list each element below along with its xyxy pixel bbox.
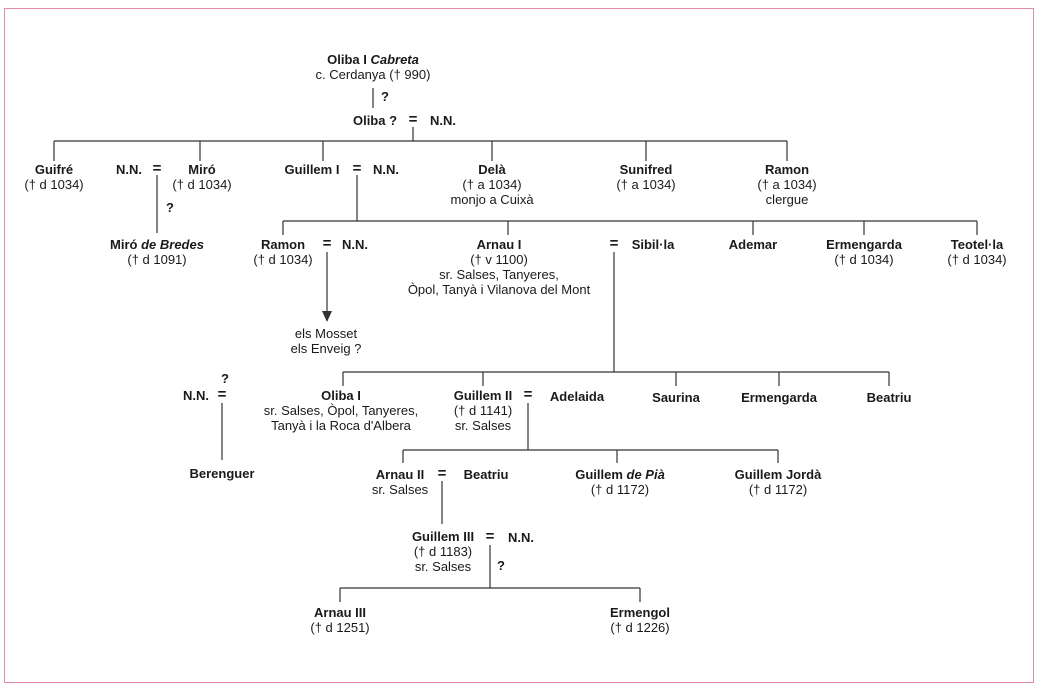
node-sunifred: Sunifred († a 1034) bbox=[616, 162, 676, 192]
node-miro: Miró († d 1034) bbox=[172, 162, 232, 192]
node-arnau-i: Arnau I († v 1100) sr. Salses, Tanyeres,… bbox=[407, 237, 591, 297]
node-berenguer-parent: N.N. bbox=[183, 388, 209, 403]
marriage-sign: = bbox=[609, 235, 619, 252]
node-guillem-de-pia: Guillem de Pià († d 1172) bbox=[575, 467, 665, 497]
node-ramon-spouse: N.N. bbox=[342, 237, 368, 252]
node-oliba-i-cabreta: Oliba I Cabreta c. Cerdanya († 990) bbox=[315, 52, 431, 82]
node-ramon: Ramon († d 1034) bbox=[253, 237, 313, 267]
marriage-sign: = bbox=[485, 528, 495, 545]
node-berenguer: Berenguer bbox=[189, 466, 255, 481]
node-miro-de-bredes: Miró de Bredes († d 1091) bbox=[110, 237, 204, 267]
node-guillem-ii: Guillem II († d 1141) sr. Salses bbox=[453, 388, 513, 433]
node-oliba-spouse: N.N. bbox=[430, 113, 456, 128]
uncertain-mark: ? bbox=[381, 89, 389, 104]
node-ademar: Ademar bbox=[728, 237, 778, 252]
node-teotela: Teotel·la († d 1034) bbox=[947, 237, 1007, 267]
uncertain-mark: ? bbox=[497, 558, 505, 573]
marriage-sign: = bbox=[152, 160, 162, 177]
marriage-sign: = bbox=[217, 386, 227, 403]
node-sibila: Sibil·la bbox=[631, 237, 675, 252]
marriage-sign: = bbox=[352, 160, 362, 177]
marriage-sign: = bbox=[408, 111, 418, 128]
node-ermengarda-g3: Ermengarda († d 1034) bbox=[826, 237, 902, 267]
node-miro-spouse: N.N. bbox=[116, 162, 142, 177]
node-oliba-i-salses: Oliba I sr. Salses, Òpol, Tanyeres, Tany… bbox=[263, 388, 419, 433]
node-arnau-iii: Arnau III († d 1251) bbox=[310, 605, 370, 635]
node-dela: Delà († a 1034) monjo a Cuixà bbox=[450, 162, 534, 207]
marriage-sign: = bbox=[322, 235, 332, 252]
diagram-frame bbox=[4, 8, 1034, 683]
arrow-head bbox=[322, 311, 332, 322]
node-ermengarda-g4: Ermengarda bbox=[741, 390, 817, 405]
node-saurina: Saurina bbox=[652, 390, 700, 405]
node-adelaida: Adelaida bbox=[549, 389, 605, 404]
node-mosset-enveig: els Mosset els Enveig ? bbox=[290, 326, 362, 356]
uncertain-mark: ? bbox=[221, 371, 229, 386]
node-guillem-iii-spouse: N.N. bbox=[508, 530, 534, 545]
node-ramon-clergue: Ramon († a 1034) clergue bbox=[757, 162, 817, 207]
node-guillem-i-spouse: N.N. bbox=[373, 162, 399, 177]
node-guillem-jorda: Guillem Jordà († d 1172) bbox=[734, 467, 822, 497]
node-ermengol: Ermengol († d 1226) bbox=[610, 605, 670, 635]
uncertain-mark: ? bbox=[166, 200, 174, 215]
node-beatriu: Beatriu bbox=[866, 390, 912, 405]
node-guillem-i: Guillem I bbox=[284, 162, 340, 177]
node-guifre: Guifré († d 1034) bbox=[24, 162, 84, 192]
node-arnau-ii: Arnau II sr. Salses bbox=[371, 467, 429, 497]
marriage-sign: = bbox=[523, 386, 533, 403]
node-beatriu-spouse: Beatriu bbox=[463, 467, 509, 482]
node-guillem-iii: Guillem III († d 1183) sr. Salses bbox=[411, 529, 475, 574]
node-oliba: Oliba ? bbox=[352, 113, 398, 128]
marriage-sign: = bbox=[437, 465, 447, 482]
